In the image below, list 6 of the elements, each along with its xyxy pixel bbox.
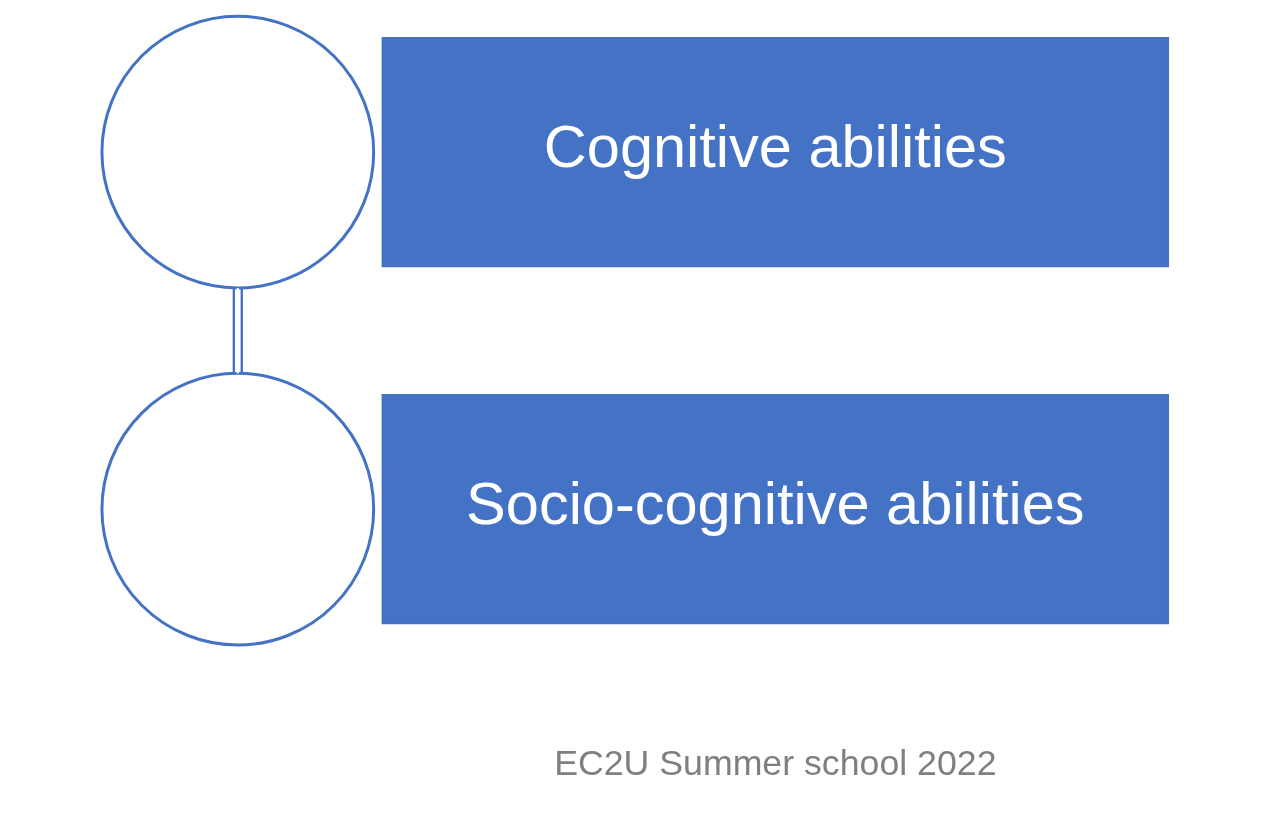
label: EC2U Summer school 2022 xyxy=(554,742,997,783)
node-box: Cognitive abilities xyxy=(381,37,1170,268)
node-box: Socio-cognitive abilities xyxy=(381,394,1170,625)
node-circle xyxy=(100,371,376,647)
connector xyxy=(232,288,243,374)
node-circle xyxy=(100,14,376,290)
